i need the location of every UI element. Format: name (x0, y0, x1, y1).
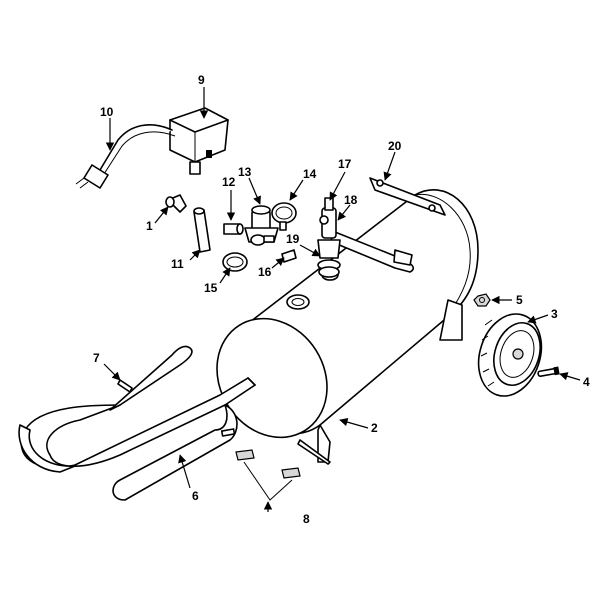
callout-labels: 1 2 3 4 5 6 7 8 9 10 11 12 13 14 15 16 1… (93, 73, 590, 526)
callout-18: 18 (344, 193, 358, 207)
handle-screw (117, 379, 133, 393)
callout-10: 10 (100, 105, 114, 119)
outlet-pressure-gauge (222, 252, 248, 272)
connector-tube (223, 223, 244, 235)
callout-9: 9 (198, 73, 205, 87)
callout-19: 19 (286, 232, 300, 246)
callout-15: 15 (204, 281, 218, 295)
pressure-switch (169, 107, 229, 175)
callout-6: 6 (192, 489, 199, 503)
callout-17: 17 (338, 157, 352, 171)
mounting-rail (329, 177, 446, 273)
leader-lines (103, 87, 581, 512)
axle-nut (473, 293, 491, 307)
callout-1: 1 (146, 219, 153, 233)
tank-foot-front (297, 424, 331, 465)
pipe-nipple (193, 207, 211, 253)
callout-5: 5 (516, 293, 523, 307)
callout-16: 16 (258, 265, 272, 279)
callout-14: 14 (303, 167, 317, 181)
callout-8: 8 (303, 512, 310, 526)
callout-2: 2 (371, 421, 378, 435)
callout-3: 3 (551, 307, 558, 321)
callout-12: 12 (222, 175, 236, 189)
callout-7: 7 (93, 351, 100, 365)
callout-20: 20 (388, 139, 402, 153)
power-cord (75, 124, 176, 189)
handle-bolt (220, 428, 236, 437)
wheel (477, 313, 543, 397)
tank-manifold (317, 197, 341, 278)
handle (18, 345, 256, 501)
tank-port (286, 294, 310, 310)
rubber-feet (235, 449, 301, 479)
elbow-fitting (165, 194, 187, 213)
callout-4: 4 (583, 375, 590, 389)
callout-11: 11 (171, 257, 184, 271)
pressure-regulator (244, 205, 279, 246)
axle-bolt (537, 366, 560, 378)
callout-13: 13 (238, 165, 252, 179)
tank-pressure-gauge (271, 202, 297, 231)
tank-foot-rear (439, 299, 463, 341)
quick-coupler (281, 249, 297, 263)
